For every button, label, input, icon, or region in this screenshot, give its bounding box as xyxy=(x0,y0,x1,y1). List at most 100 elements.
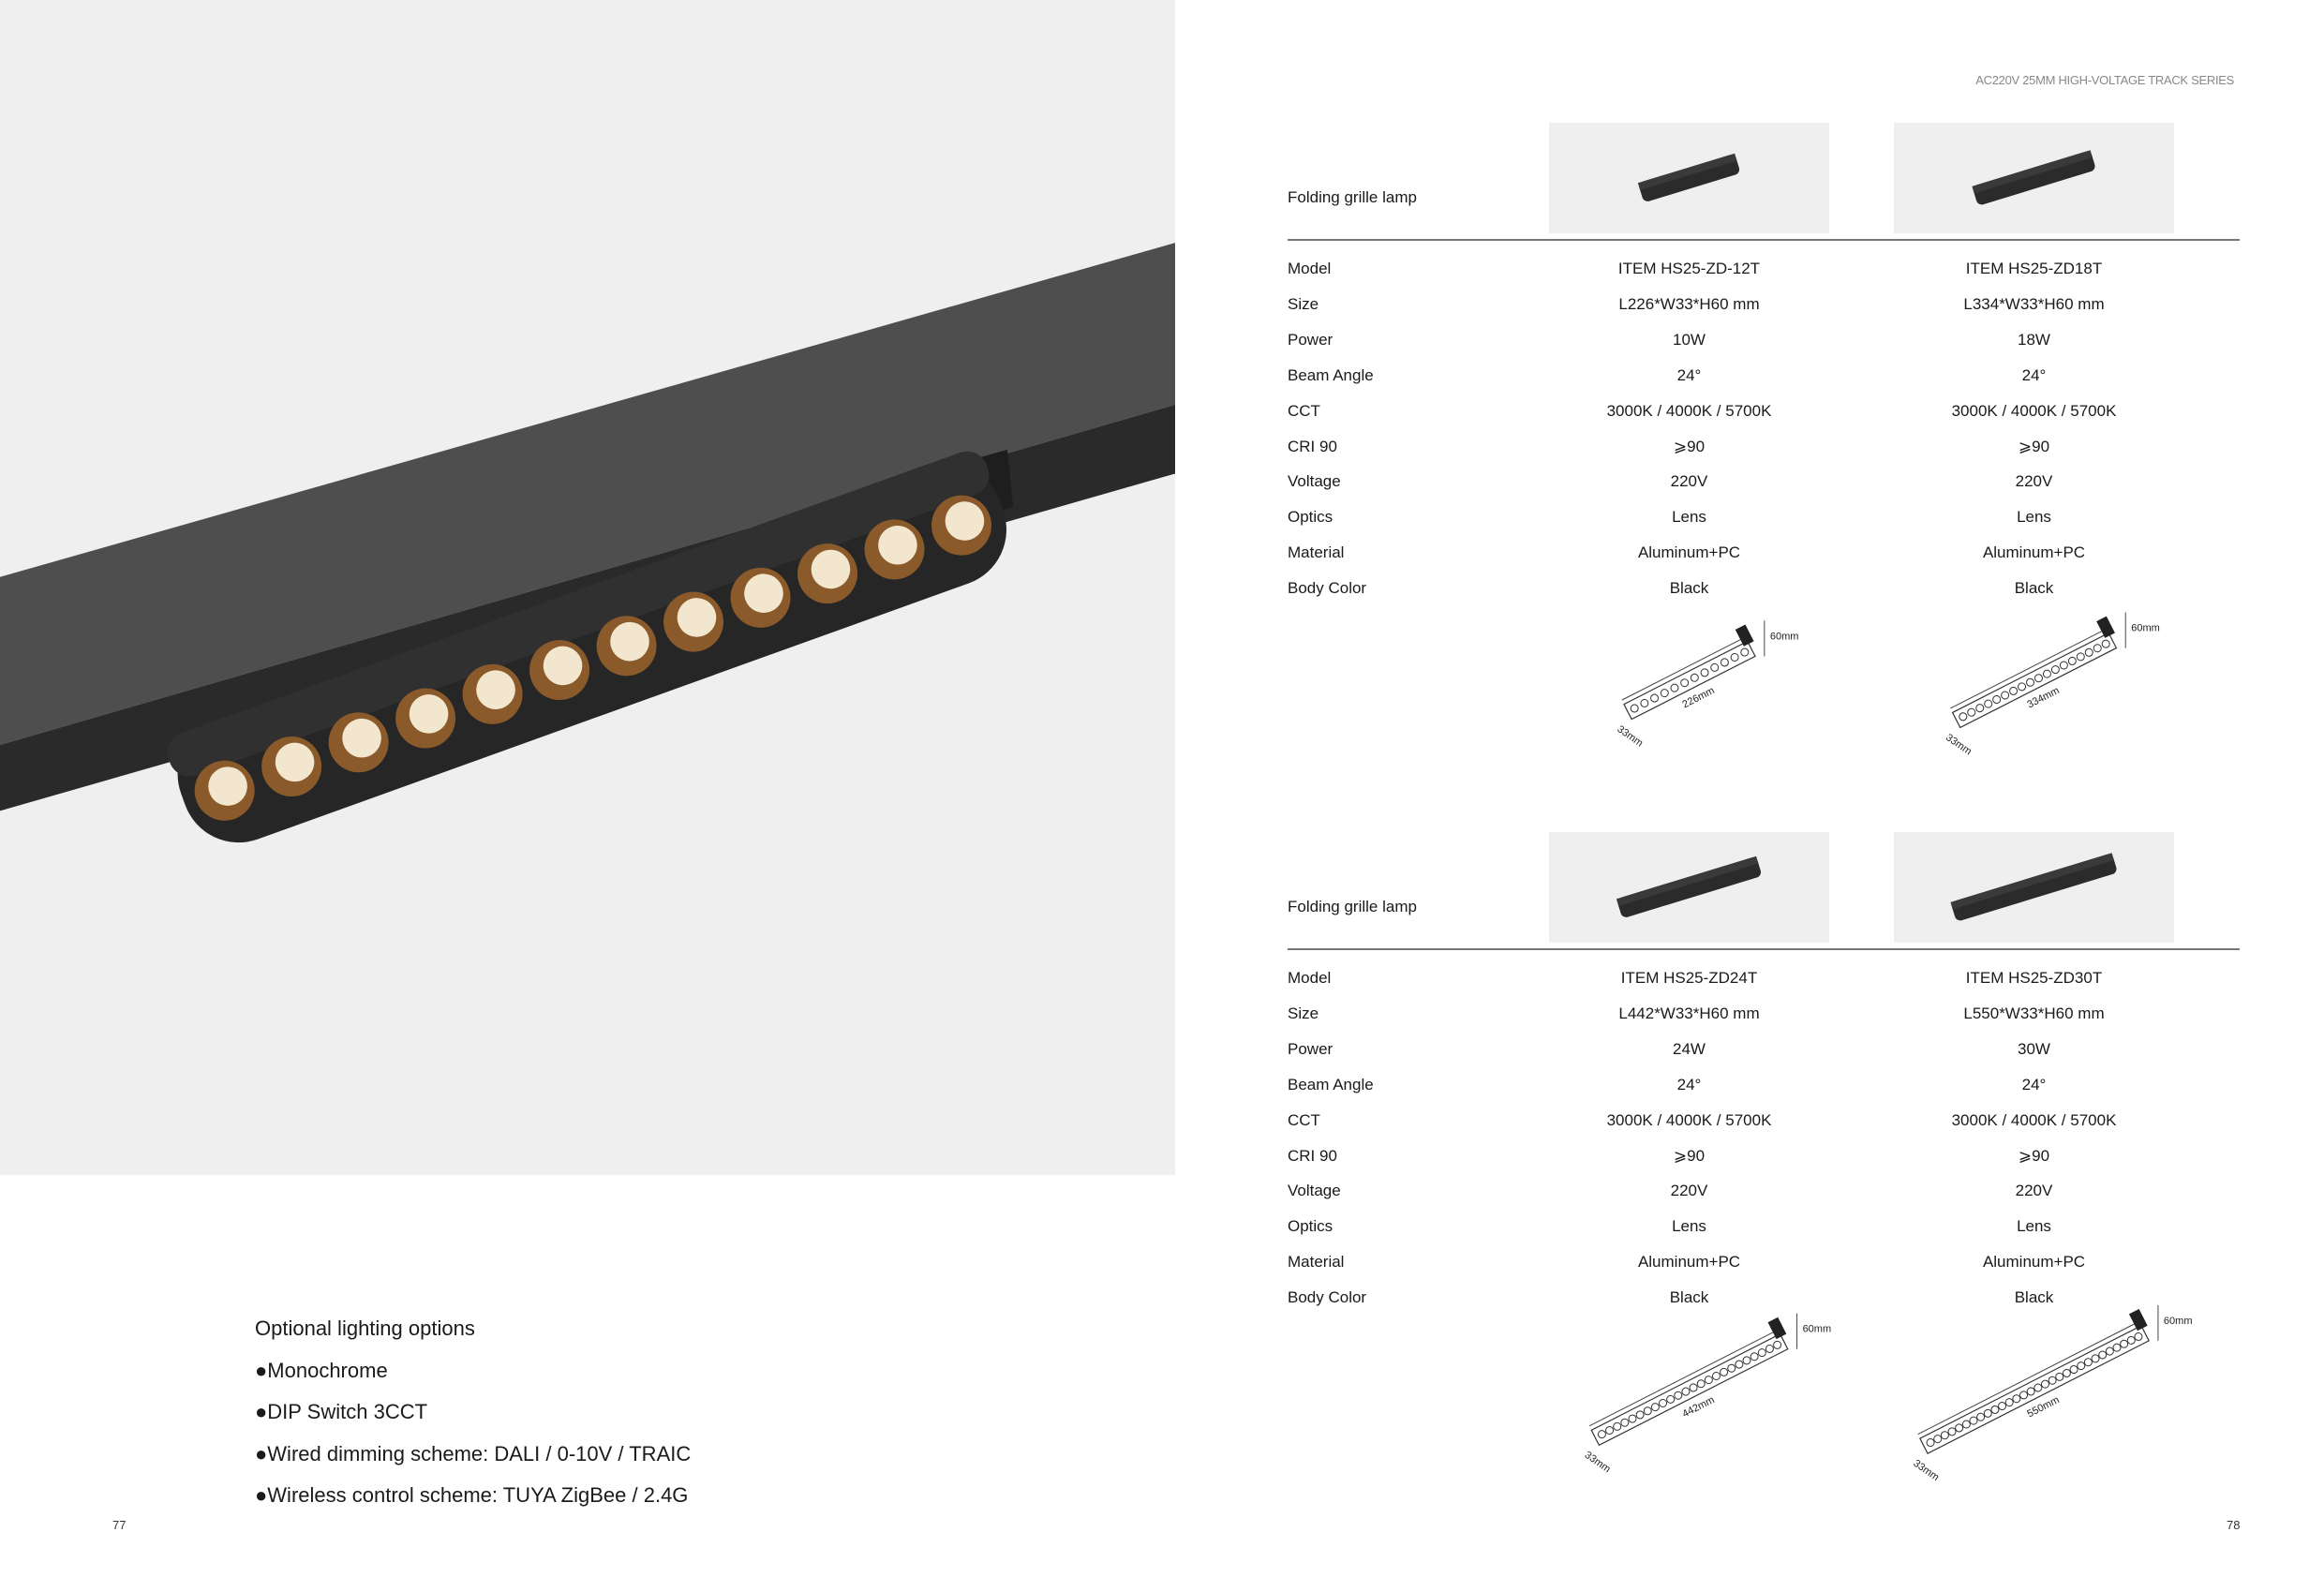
spec-value: 18W xyxy=(2018,330,2050,349)
spec-value: ⩾90 xyxy=(1673,1146,1706,1165)
height-dimension: 60mm xyxy=(1770,631,1799,642)
spec-label: Power xyxy=(1288,1039,1333,1058)
spec-value: 24° xyxy=(1676,365,1702,384)
product-thumbnail xyxy=(1894,123,2174,233)
spec-value: L226*W33*H60 mm xyxy=(1618,294,1760,313)
spec-value: Aluminum+PC xyxy=(1982,543,2086,562)
spec-label: Power xyxy=(1288,330,1333,349)
spec-value: 220V xyxy=(1670,472,1708,491)
spec-row: Beam Angle 24° 24° xyxy=(1288,366,2240,402)
width-dimension: 33mm xyxy=(1583,1450,1613,1475)
series-title: AC220V 25MM HIGH-VOLTAGE TRACK SERIES xyxy=(1975,73,2234,87)
lens-highlight xyxy=(744,573,783,614)
section-title: Folding grille lamp xyxy=(1288,188,1417,206)
spec-row: Voltage 220V 220V xyxy=(1288,1182,2240,1217)
spec-row: Optics Lens Lens xyxy=(1288,508,2240,543)
spec-label: Body Color xyxy=(1288,579,1367,598)
spec-section: Folding grille lamp Model ITEM HS25-ZD24… xyxy=(1288,832,2240,1488)
lighting-options: Optional lighting options ●Monochrome ●D… xyxy=(255,1308,691,1517)
option-item: ●DIP Switch 3CCT xyxy=(255,1400,428,1424)
spec-label: Material xyxy=(1288,1253,1345,1272)
spec-row: Material Aluminum+PC Aluminum+PC xyxy=(1288,1253,2240,1288)
spec-label: Body Color xyxy=(1288,1288,1367,1307)
spec-value: Aluminum+PC xyxy=(1637,543,1741,562)
height-dimension: 60mm xyxy=(2164,1316,2193,1327)
spec-value: Aluminum+PC xyxy=(1637,1253,1741,1272)
spec-row: Model ITEM HS25-ZD-12T ITEM HS25-ZD18T xyxy=(1288,260,2240,295)
dimension-drawing: 226mm 60mm 33mm xyxy=(1615,620,1799,750)
spec-row: Optics Lens Lens xyxy=(1288,1217,2240,1253)
spec-value: Black xyxy=(1669,1288,1709,1307)
spec-label: CCT xyxy=(1288,1110,1320,1129)
lens-highlight xyxy=(409,694,449,734)
spec-label: CCT xyxy=(1288,401,1320,420)
height-dimension: 60mm xyxy=(1803,1324,1832,1335)
spec-value: Black xyxy=(2014,579,2054,598)
page-number-left: 77 xyxy=(112,1518,127,1532)
spec-label: CRI 90 xyxy=(1288,437,1337,455)
product-thumbnail xyxy=(1894,832,2174,943)
height-dimension: 60mm xyxy=(2131,623,2160,634)
spec-value: Lens xyxy=(1672,508,1706,527)
spec-value: 3000K / 4000K / 5700K xyxy=(1951,401,2117,420)
width-dimension: 33mm xyxy=(1944,732,1974,757)
lens-highlight xyxy=(811,549,851,589)
spec-row: CRI 90 ⩾90 ⩾90 xyxy=(1288,1147,2240,1183)
option-item: ●Wired dimming scheme: DALI / 0-10V / TR… xyxy=(255,1441,692,1465)
spec-value: ⩾90 xyxy=(2018,1146,2050,1165)
spec-value: Black xyxy=(2014,1288,2054,1307)
spec-value: ⩾90 xyxy=(2018,437,2050,455)
width-dimension: 33mm xyxy=(1615,723,1645,749)
spec-row: Body Color Black Black xyxy=(1288,579,2240,615)
spec-value: L550*W33*H60 mm xyxy=(1963,1004,2105,1022)
spec-row: Size L226*W33*H60 mm L334*W33*H60 mm xyxy=(1288,295,2240,331)
spec-row: Model ITEM HS25-ZD24T ITEM HS25-ZD30T xyxy=(1288,969,2240,1004)
spec-value: Lens xyxy=(1672,1217,1706,1236)
spec-value: Lens xyxy=(2017,508,2051,527)
lens-highlight xyxy=(610,621,649,662)
section-divider xyxy=(1288,239,2240,241)
spec-row: Size L442*W33*H60 mm L550*W33*H60 mm xyxy=(1288,1004,2240,1040)
spec-value: L442*W33*H60 mm xyxy=(1618,1004,1760,1022)
spec-label: Beam Angle xyxy=(1288,365,1374,384)
spec-value: 24W xyxy=(1673,1039,1706,1058)
spec-value: 24° xyxy=(1676,1075,1702,1093)
lens-highlight xyxy=(945,501,985,541)
lens-highlight xyxy=(677,598,717,637)
dimension-drawing: 334mm 60mm 33mm xyxy=(1944,612,2160,757)
spec-row: CCT 3000K / 4000K / 5700K 3000K / 4000K … xyxy=(1288,1111,2240,1147)
dimension-drawing: 550mm 60mm 33mm xyxy=(1911,1304,2193,1483)
spec-row: CRI 90 ⩾90 ⩾90 xyxy=(1288,438,2240,473)
spec-value: 220V xyxy=(2015,1182,2053,1200)
section-divider xyxy=(1288,948,2240,950)
option-item: ●Monochrome xyxy=(255,1358,388,1382)
spec-label: Voltage xyxy=(1288,472,1341,491)
spec-row: Material Aluminum+PC Aluminum+PC xyxy=(1288,543,2240,579)
spec-value: ITEM HS25-ZD18T xyxy=(1965,260,2103,277)
spec-label: Optics xyxy=(1288,508,1333,527)
spec-value: 10W xyxy=(1673,330,1706,349)
lens-highlight xyxy=(878,525,917,565)
spec-label: Size xyxy=(1288,294,1319,313)
spec-value: ITEM HS25-ZD24T xyxy=(1620,969,1758,987)
spec-value: ⩾90 xyxy=(1673,437,1706,455)
lens-highlight xyxy=(543,646,583,686)
option-item: ●Wireless control scheme: TUYA ZigBee / … xyxy=(255,1483,689,1508)
spec-label: Beam Angle xyxy=(1288,1075,1374,1093)
spec-value: Lens xyxy=(2017,1217,2051,1236)
product-thumbnail xyxy=(1549,123,1829,233)
spec-label: Model xyxy=(1288,969,1332,987)
section-title: Folding grille lamp xyxy=(1288,898,1417,915)
spec-value: 220V xyxy=(2015,472,2053,491)
spec-label: Voltage xyxy=(1288,1182,1341,1200)
spec-value: Aluminum+PC xyxy=(1982,1253,2086,1272)
spec-row: CCT 3000K / 4000K / 5700K 3000K / 4000K … xyxy=(1288,402,2240,438)
lens-highlight xyxy=(476,670,515,709)
width-dimension: 33mm xyxy=(1911,1458,1941,1483)
spec-section: Folding grille lamp Model ITEM HS25-ZD-1… xyxy=(1288,123,2240,779)
spec-value: 30W xyxy=(2018,1039,2050,1058)
dimension-drawing: 442mm 60mm 33mm xyxy=(1583,1313,1832,1475)
lens-highlight xyxy=(208,766,247,806)
spec-label: Model xyxy=(1288,260,1332,277)
spec-value: 24° xyxy=(2021,365,2047,384)
